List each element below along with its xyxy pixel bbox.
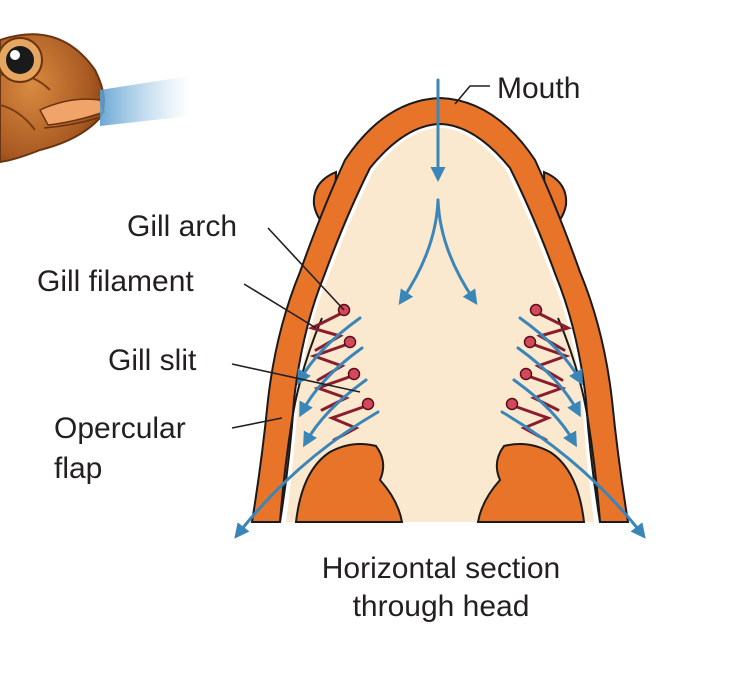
label-opercular-flap-line2: flap	[54, 452, 102, 485]
water-flow-arrows	[234, 78, 646, 539]
lower-lobe-right	[476, 443, 586, 523]
label-opercular-flap-line1: Opercular	[54, 412, 186, 445]
leader-gill-slit	[231, 363, 361, 393]
leader-lines	[231, 85, 490, 429]
pharynx-cavity	[286, 128, 594, 522]
caption-line1: Horizontal section	[322, 552, 560, 585]
head-section	[250, 96, 630, 523]
opercular-flap-right	[557, 317, 601, 523]
lower-lobe-left	[294, 443, 404, 523]
fish-head-illustration	[0, 33, 190, 164]
caption-line2: through head	[353, 590, 530, 623]
leader-gill-filament	[243, 283, 317, 329]
label-gill-filament: Gill filament	[37, 265, 194, 298]
label-gill-arch: Gill arch	[127, 210, 237, 243]
leader-opercular-flap	[231, 417, 283, 429]
label-mouth: Mouth	[497, 72, 580, 105]
head-outer-wall	[250, 96, 630, 523]
label-gill-slit: Gill slit	[108, 344, 197, 377]
leader-gill-arch	[267, 227, 345, 311]
leader-mouth	[454, 85, 490, 105]
opercular-flap-left	[279, 317, 323, 523]
